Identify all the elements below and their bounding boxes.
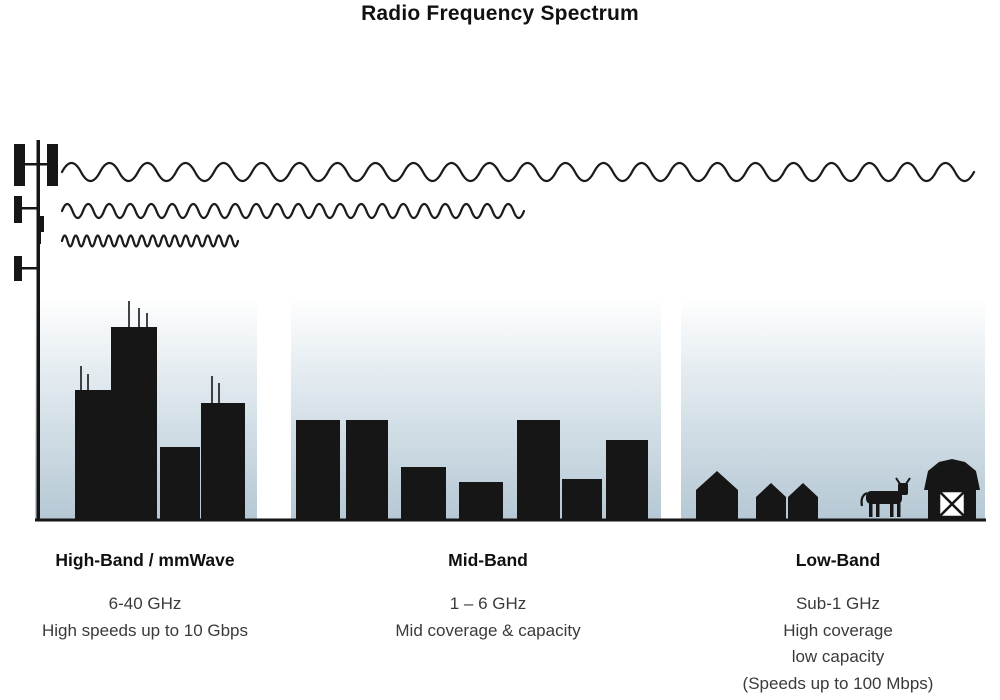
cell-tower-icon	[14, 140, 58, 520]
low-band-description-3: (Speeds up to 100 Mbps)	[742, 673, 934, 693]
building	[517, 420, 560, 520]
low-band-label-group: Low-Band Sub-1 GHz High coverage low cap…	[688, 550, 988, 697]
building	[111, 327, 157, 520]
building	[346, 420, 388, 520]
high-band-frequency: 6-40 GHz	[108, 594, 182, 613]
high-band-title: High-Band / mmWave	[55, 550, 235, 570]
high-band-skyline	[75, 301, 245, 520]
building	[562, 479, 602, 520]
house-icon	[788, 483, 818, 520]
low-band-description-2: low capacity	[791, 647, 885, 666]
mid-frequency-wave	[60, 202, 526, 220]
mid-band-skyline	[296, 420, 648, 520]
low-band-description-1: High coverage	[783, 620, 893, 640]
low-band-frequency: Sub-1 GHz	[795, 594, 881, 613]
diagram-title: Radio Frequency Spectrum	[361, 2, 639, 25]
building	[296, 420, 340, 520]
mid-band-label-group: Mid-Band 1 – 6 GHz Mid coverage & capaci…	[338, 550, 638, 644]
high-band-label-group: High-Band / mmWave 6-40 GHz High speeds …	[15, 550, 275, 644]
building	[201, 403, 245, 520]
house-icon	[756, 483, 786, 520]
building	[75, 390, 111, 520]
cow-icon	[860, 477, 911, 517]
low-frequency-wave	[60, 161, 976, 183]
low-band-scene	[696, 459, 980, 520]
mid-band-description: Mid coverage & capacity	[395, 620, 581, 640]
house-icon	[696, 471, 738, 520]
barn-icon	[924, 459, 980, 520]
building	[459, 482, 503, 520]
mid-band-frequency: 1 – 6 GHz	[449, 594, 527, 613]
building	[160, 447, 200, 520]
high-frequency-wave	[60, 234, 240, 248]
building	[401, 467, 446, 520]
high-band-description: High speeds up to 10 Gbps	[41, 620, 249, 640]
radio-waves	[60, 161, 976, 248]
spectrum-scene	[14, 140, 986, 522]
building	[606, 440, 648, 520]
mid-band-title: Mid-Band	[448, 550, 528, 570]
low-band-title: Low-Band	[795, 550, 881, 570]
